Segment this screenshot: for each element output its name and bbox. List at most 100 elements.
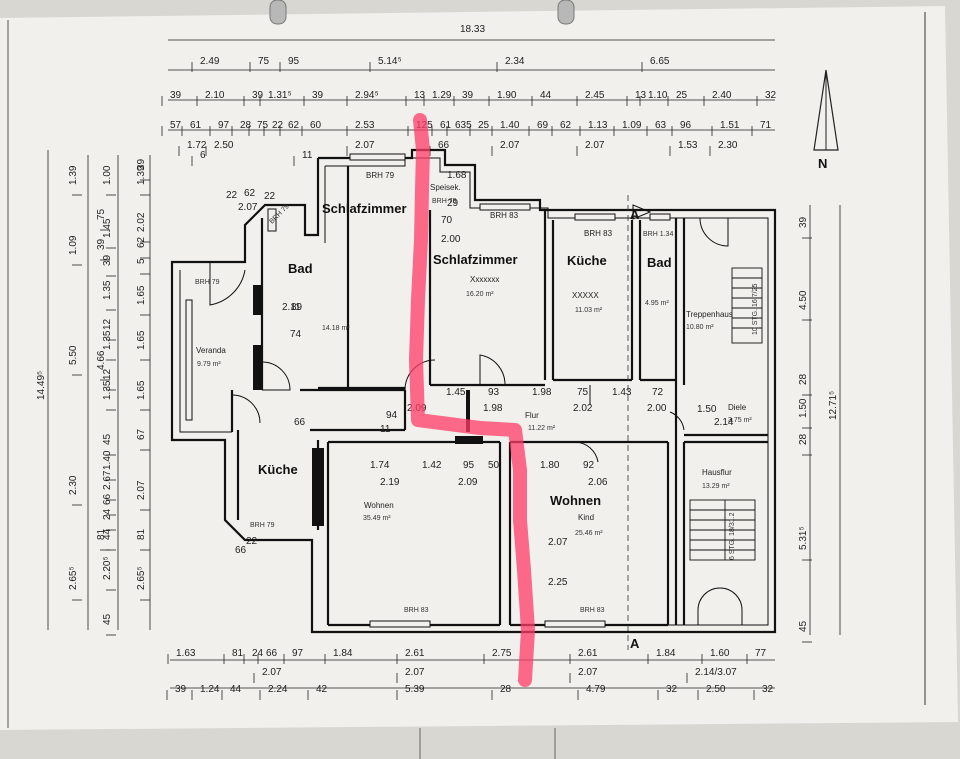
room-name-kueche-1: Küche bbox=[567, 253, 607, 268]
room-area-bad-1: 4.95 m² bbox=[645, 300, 669, 307]
dim-label: 1.45 bbox=[102, 218, 113, 238]
dim-interior-label: 2.02 bbox=[573, 403, 593, 414]
dimension-lines-right bbox=[809, 205, 841, 635]
dim-interior-label: 1.74 bbox=[370, 460, 390, 471]
dim-label: 1.00 bbox=[102, 165, 113, 185]
room-brh-kueche-1: BRH 83 bbox=[584, 229, 613, 238]
dim-interior-label: 2.25 bbox=[548, 577, 568, 588]
room-brh-speisek: BRH 79 bbox=[432, 198, 457, 205]
room-strike-kueche-1: XXXXX bbox=[572, 291, 599, 300]
windows bbox=[185, 153, 671, 628]
dim-label: 67 bbox=[136, 428, 147, 440]
dim-label: 2.45 bbox=[585, 90, 605, 101]
dim-label: 1.13 bbox=[588, 120, 608, 131]
dim-label: 63 bbox=[655, 120, 667, 131]
dim-label: 2.02 bbox=[136, 212, 147, 232]
dim-interior-label: 1.45 bbox=[446, 387, 466, 398]
dim-label: 1.65 bbox=[136, 380, 147, 400]
dim-label: 1.35 bbox=[102, 280, 113, 300]
dim-label: 1.84 bbox=[333, 648, 353, 659]
dim-interior-label: 2.09 bbox=[458, 477, 478, 488]
dim-label: 2.65⁵ bbox=[68, 566, 79, 590]
dim-label: 62 bbox=[136, 236, 147, 248]
dim-label: 1.31⁵ bbox=[268, 90, 292, 101]
room-area-flur: 11.22 m² bbox=[528, 425, 556, 432]
dim-interior-label: 29 bbox=[447, 198, 459, 209]
room-brh-wohnen-1: BRH 83 bbox=[404, 607, 429, 614]
room-area-hausflur: 13.29 m² bbox=[702, 483, 730, 490]
dim-label: 61 bbox=[440, 120, 452, 131]
dim-label: 69 bbox=[537, 120, 549, 131]
dim-interior-label: 11 bbox=[380, 424, 391, 435]
room-name-hausflur: Hausflur bbox=[702, 468, 732, 477]
section-label-bottom: A bbox=[630, 636, 640, 651]
dim-right-total: 12.71⁵ bbox=[828, 391, 839, 420]
north-label: N bbox=[818, 156, 827, 171]
dim-label: 2.50 bbox=[214, 140, 234, 151]
dim-label: 39 bbox=[136, 158, 147, 170]
dim-label: 62 bbox=[560, 120, 572, 131]
dim-label: 1.10 bbox=[648, 90, 668, 101]
dim-label: 2.07 bbox=[355, 140, 375, 151]
dim-interior-label: 2.00 bbox=[647, 403, 667, 414]
dim-label: 4.50 bbox=[798, 290, 809, 310]
dim-label: 45 bbox=[102, 433, 113, 445]
dim-label: 5.14⁵ bbox=[378, 56, 402, 67]
dim-label: 77 bbox=[755, 648, 767, 659]
dim-label: 2.65⁵ bbox=[136, 566, 147, 590]
north-arrow-icon: N bbox=[813, 69, 839, 171]
dim-label: 24 bbox=[102, 508, 113, 520]
dim-label: 75 bbox=[96, 208, 107, 220]
dim-interior-label: 89 bbox=[291, 302, 303, 313]
dim-interior-label: 2.11 bbox=[282, 302, 301, 313]
dim-label: 66 bbox=[438, 140, 450, 151]
section-label-top: A bbox=[630, 207, 640, 222]
dim-label: 2.07 bbox=[500, 140, 520, 151]
dim-label: 39 bbox=[170, 90, 182, 101]
room-brh-schlafzimmer-1: BRH 79 bbox=[366, 171, 395, 180]
room-area-treppenhaus: 10.80 m² bbox=[686, 324, 714, 331]
dim-label: 25 bbox=[478, 120, 490, 131]
dim-label: 39 bbox=[102, 254, 113, 266]
dim-label: 2.07 bbox=[405, 667, 425, 678]
marker-highlight bbox=[409, 113, 535, 687]
dim-label: 44 bbox=[230, 684, 242, 695]
dim-label: 32 bbox=[765, 90, 777, 101]
paper bbox=[0, 6, 958, 730]
dim-label: 45 bbox=[102, 613, 113, 625]
dim-label: 28 bbox=[240, 120, 252, 131]
stairs-label-treppenhaus: 10 STG. 16.7/25 bbox=[752, 284, 759, 335]
room-name-schlafzimmer-1: Schlafzimmer bbox=[322, 201, 407, 216]
dim-label: 1.50 bbox=[798, 398, 809, 418]
dim-interior-label: 1.98 bbox=[483, 403, 503, 414]
dim-label: 2.30 bbox=[718, 140, 738, 151]
dim-interior-label: 1.68 bbox=[447, 170, 467, 181]
dim-left-c: 1.001.45391.35121.35121.35451.402.67442.… bbox=[102, 165, 116, 636]
dim-label: 5.31⁵ bbox=[798, 526, 809, 550]
dim-label: 44 bbox=[102, 528, 113, 540]
room-name-flur: Flur bbox=[525, 411, 539, 420]
dim-interior-label: 95 bbox=[463, 460, 475, 471]
dim-label: 2.50 bbox=[706, 684, 726, 695]
dim-label: 39 bbox=[175, 684, 187, 695]
dim-interior-label: 1.43 bbox=[612, 387, 632, 398]
dim-label: 1.84 bbox=[656, 648, 676, 659]
dim-label: 635 bbox=[455, 120, 472, 131]
dim-label: 2.07 bbox=[585, 140, 605, 151]
dim-interior-label: 93 bbox=[488, 387, 500, 398]
dim-label: 44 bbox=[540, 90, 552, 101]
room-brh-schlafzimmer-2: BRH 83 bbox=[490, 211, 519, 220]
dim-left-a: 1.391.095.502.302.65⁵ bbox=[68, 165, 82, 601]
dim-label: 2.67 bbox=[102, 470, 113, 490]
dim-interior-label: 2.14 bbox=[714, 417, 734, 428]
dim-label: 75 bbox=[257, 120, 269, 131]
room-name-bad-2: Bad bbox=[288, 261, 313, 276]
room-area-schlafzimmer-2: 16.20 m² bbox=[466, 291, 494, 298]
section-marker-top: A A bbox=[627, 195, 652, 651]
room-name-diele: Diele bbox=[728, 403, 747, 412]
